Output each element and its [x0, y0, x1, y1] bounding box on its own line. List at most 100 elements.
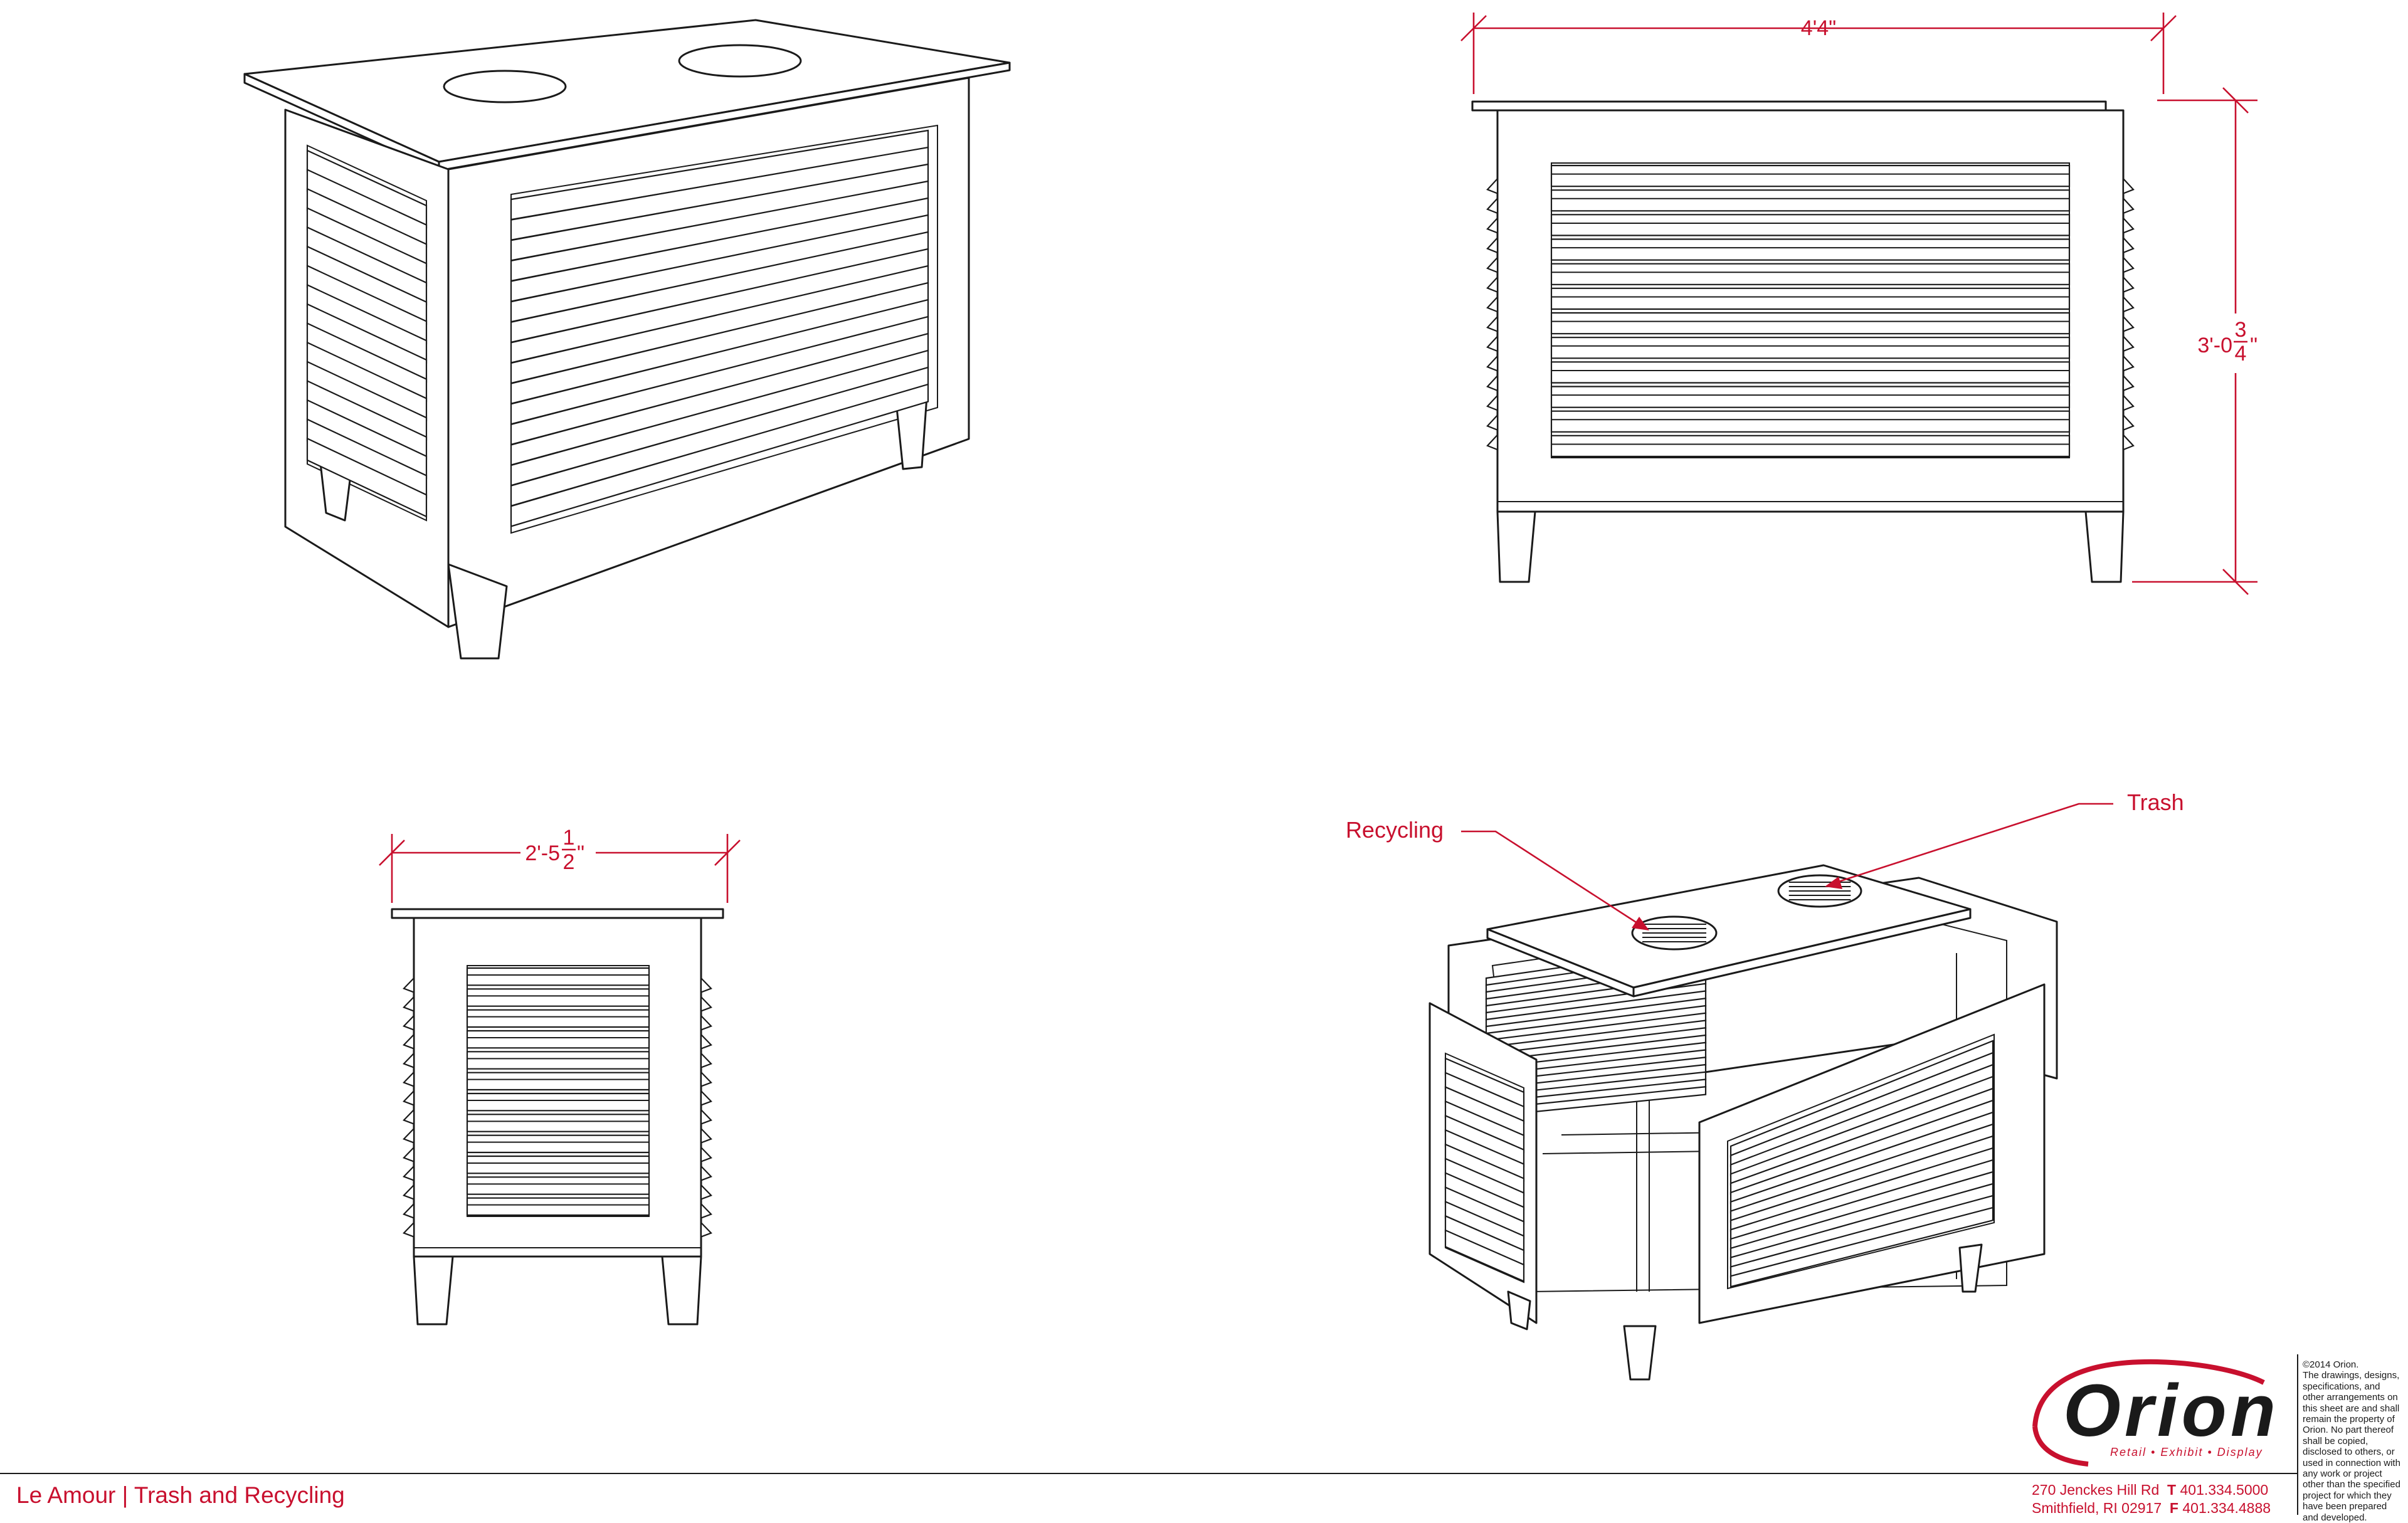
- louver-slat: [510, 383, 929, 527]
- louver-slat: [466, 1072, 650, 1091]
- louver-tooth: [1486, 433, 1499, 451]
- side-width-inch-mark: ": [577, 841, 584, 865]
- louver-tooth: [403, 1127, 415, 1144]
- louver-tooth: [700, 1164, 712, 1182]
- louver-slat: [466, 988, 650, 1007]
- louver-tooth: [700, 1089, 712, 1107]
- louver-slat: [466, 1176, 650, 1195]
- orion-wordmark: Orion: [2063, 1369, 2279, 1452]
- side-width-num: 1: [563, 826, 575, 850]
- louver-tooth: [1486, 393, 1499, 411]
- side-width-tick-right: [714, 840, 741, 866]
- louver-tooth: [1486, 275, 1499, 293]
- copyright-line: ©2014 Orion.: [2303, 1359, 2359, 1370]
- iso-hole-recycling: [443, 70, 567, 103]
- louver-tooth: [1486, 334, 1499, 352]
- louver-tooth: [403, 1146, 415, 1163]
- louver-slat: [1550, 361, 2071, 384]
- louver-slat: [466, 967, 650, 986]
- louver-tooth: [403, 1033, 415, 1050]
- louver-tooth: [403, 1051, 415, 1069]
- address-line-1: 270 Jenckes Hill Rd T 401.334.5000: [2032, 1481, 2271, 1499]
- louver-tooth: [1486, 216, 1499, 235]
- louver-tooth: [700, 1146, 712, 1163]
- project-title: Le Amour | Trash and Recycling: [16, 1482, 345, 1508]
- front-height-num: 3: [2235, 318, 2247, 342]
- louver-tooth: [2122, 334, 2135, 352]
- louver-tooth: [2122, 275, 2135, 293]
- louver-tooth: [2122, 354, 2135, 372]
- front-louvers: [1550, 164, 2071, 458]
- address-line-2: Smithfield, RI 02917 F 401.334.4888: [2032, 1499, 2271, 1517]
- front-elevation: 4'4" 3'-0 3 4 ": [1460, 13, 2270, 595]
- louver-tooth: [403, 1089, 415, 1107]
- louver-tooth: [403, 1108, 415, 1125]
- front-height-whole: 3'-0: [2197, 334, 2232, 357]
- louver-tooth: [2122, 196, 2135, 214]
- louver-slat: [1444, 1229, 1525, 1283]
- phone-prefix: T: [2167, 1482, 2177, 1498]
- louver-tooth: [1486, 295, 1499, 313]
- front-width-tick-right: [2150, 15, 2177, 41]
- louver-tooth: [2122, 255, 2135, 273]
- side-edge-louvers-left: [403, 976, 415, 1238]
- louver-slat: [466, 1009, 650, 1028]
- front-width-tick-left: [1460, 15, 1487, 41]
- street-address: 270 Jenckes Hill Rd: [2032, 1482, 2160, 1498]
- louver-tooth: [2122, 374, 2135, 392]
- louver-tooth: [403, 1202, 415, 1220]
- front-height-label-bg: [2201, 314, 2270, 373]
- louver-slat: [1550, 386, 2071, 408]
- louver-slat: [466, 1051, 650, 1070]
- louver-slat: [1550, 410, 2071, 433]
- louver-slat: [1550, 214, 2071, 236]
- louver-slat: [1550, 312, 2071, 335]
- side-width-whole: 2'-5: [525, 841, 560, 865]
- louver-tooth: [403, 976, 415, 994]
- louver-tooth: [1486, 177, 1499, 195]
- fax-prefix: F: [2169, 1500, 2178, 1516]
- louver-tooth: [2122, 216, 2135, 235]
- trash-leader: [1830, 803, 2113, 885]
- louver-slat: [1550, 337, 2071, 359]
- louver-tooth: [403, 1183, 415, 1201]
- louver-tooth: [2122, 236, 2135, 254]
- front-height-label: 3'-0: [2197, 334, 2232, 357]
- louver-tooth: [700, 1033, 712, 1050]
- louver-tooth: [2122, 315, 2135, 333]
- side-louvers: [466, 967, 650, 1216]
- side-panel-frame: [467, 965, 650, 1217]
- recycling-arrowhead: [1632, 917, 1649, 930]
- side-leg-right: [661, 1255, 702, 1325]
- louver-slat: [1550, 287, 2071, 310]
- louver-tooth: [403, 1164, 415, 1182]
- trash-arrowhead: [1825, 877, 1842, 889]
- louver-slat: [466, 1155, 650, 1174]
- louver-slat: [1550, 189, 2071, 212]
- louver-slat: [1550, 164, 2071, 187]
- louver-tooth: [1486, 354, 1499, 372]
- iso-side-louvers: [306, 149, 428, 518]
- recycling-leader: [1461, 830, 1644, 928]
- louver-tooth: [403, 1014, 415, 1031]
- louver-tooth: [700, 1127, 712, 1144]
- isometric-view: [243, 19, 1011, 660]
- louver-tooth: [1486, 413, 1499, 431]
- exp-front-door-louvers: [1729, 1040, 1994, 1288]
- louver-tooth: [1486, 374, 1499, 392]
- side-width-label-bg: [520, 831, 596, 881]
- louver-slat: [1550, 238, 2071, 261]
- front-leg-left: [1496, 510, 1536, 583]
- iso-hole-trash: [678, 44, 802, 78]
- exp-top-edge-front: [1632, 908, 1972, 998]
- exploded-view: Recycling Trash: [1346, 789, 2184, 1381]
- louver-tooth: [1486, 236, 1499, 254]
- front-height-tick-bottom: [2222, 569, 2249, 595]
- louver-tooth: [700, 1108, 712, 1125]
- front-height-tick-top: [2222, 87, 2249, 113]
- city-state-zip: Smithfield, RI 02917: [2032, 1500, 2162, 1516]
- front-width-label: 4'4": [1801, 16, 1836, 40]
- louver-tooth: [700, 1070, 712, 1088]
- front-height-inch-mark: ": [2250, 334, 2258, 357]
